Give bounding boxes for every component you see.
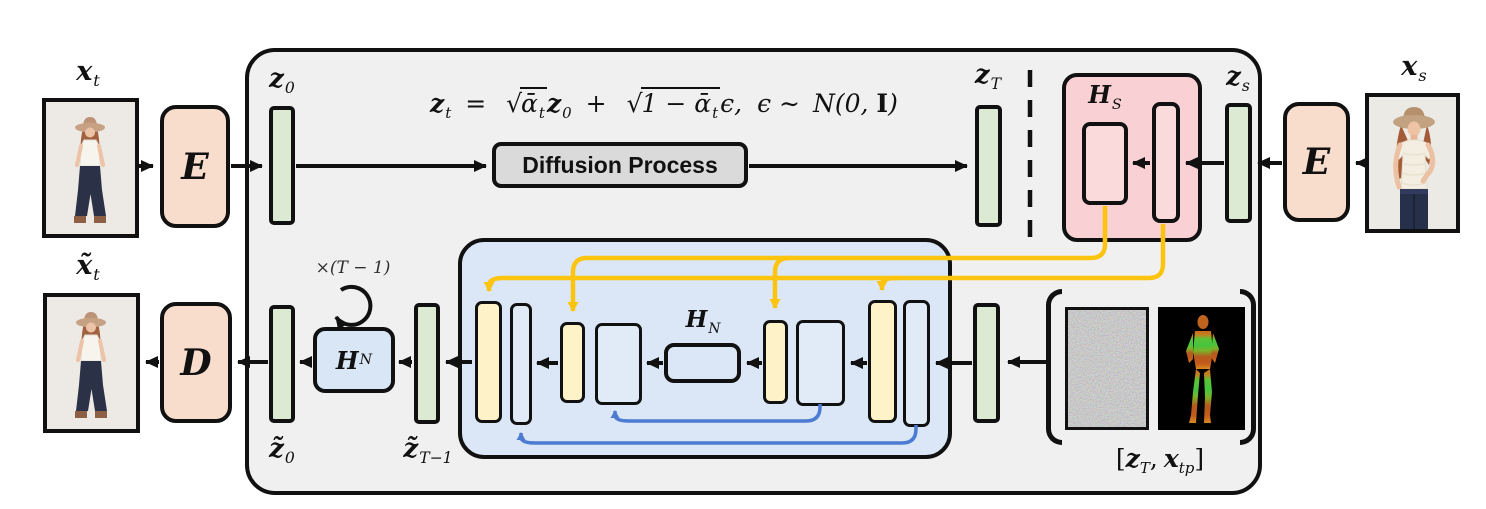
label-x-t-generated: x̃t <box>76 250 100 285</box>
pose-figure <box>1186 315 1219 423</box>
generated-person-illustration <box>47 297 136 429</box>
decoder-letter: D <box>180 341 212 384</box>
unet-bottleneck-block <box>664 343 741 383</box>
target-person-illustration <box>46 102 135 234</box>
label-x-s: xs <box>1401 51 1427 86</box>
target-person-image <box>42 98 139 238</box>
latent-zs-bar <box>1225 103 1252 223</box>
label-z-0: z0 <box>269 64 295 98</box>
unet-crossattn-bar-4 <box>868 300 897 423</box>
unet-crossattn-bar-1 <box>475 301 502 423</box>
concat-bracket-left <box>1046 289 1062 445</box>
iteration-count-label: ×(T − 1) <box>315 258 391 278</box>
label-hn-bottleneck: HN <box>685 306 721 337</box>
forward-diffusion-equation: zt = √ᾱtz0 + √1 − ᾱtϵ, ϵ ∼ N(0, I) <box>430 87 898 122</box>
encoder-top-letter: E <box>181 145 209 188</box>
latent-input-bar <box>973 303 1000 423</box>
unet-crossattn-bar-2 <box>560 322 585 403</box>
latent-z0-generated-bar <box>269 305 295 423</box>
diffusion-process-box: Diffusion Process <box>492 142 748 188</box>
decoder-box: D <box>160 302 232 423</box>
label-x-t: xt <box>76 56 100 91</box>
eq-z: z <box>430 89 445 118</box>
latent-zT-bar <box>975 105 1002 227</box>
unet-feature-block-3 <box>796 320 845 406</box>
label-z-0-generated: z̃0 <box>269 434 295 468</box>
noise-latent-image <box>1065 307 1149 430</box>
label-z-Tm1-generated: z̃T−1 <box>403 434 453 468</box>
unet-feature-bar-1 <box>510 303 532 425</box>
diffusion-process-label: Diffusion Process <box>522 151 718 178</box>
source-person-image <box>1365 93 1460 233</box>
latent-zTm1-bar <box>414 303 440 424</box>
encoder-side-box: E <box>1283 102 1350 222</box>
hs-inner-feature-block <box>1082 122 1128 205</box>
source-person-illustration <box>1369 97 1456 229</box>
label-hs: HS <box>1088 80 1122 113</box>
generated-person-image <box>43 293 140 433</box>
pose-map-image <box>1158 307 1245 430</box>
label-z-T: zT <box>974 60 1002 94</box>
encoder-top-box: E <box>160 105 230 228</box>
label-z-s: zs <box>1226 62 1250 96</box>
encoder-side-letter: E <box>1302 141 1331 183</box>
noise-texture <box>1068 310 1146 427</box>
unet-crossattn-bar-3 <box>763 320 788 404</box>
latent-z0-bar <box>269 106 295 225</box>
hs-inner-latent-bar <box>1152 102 1180 223</box>
label-concat-input: [zT,xtp] <box>1115 444 1205 477</box>
unet-feature-bar-4 <box>903 300 930 427</box>
unet-feature-block-2 <box>595 323 642 405</box>
concat-bracket-right <box>1240 289 1256 445</box>
